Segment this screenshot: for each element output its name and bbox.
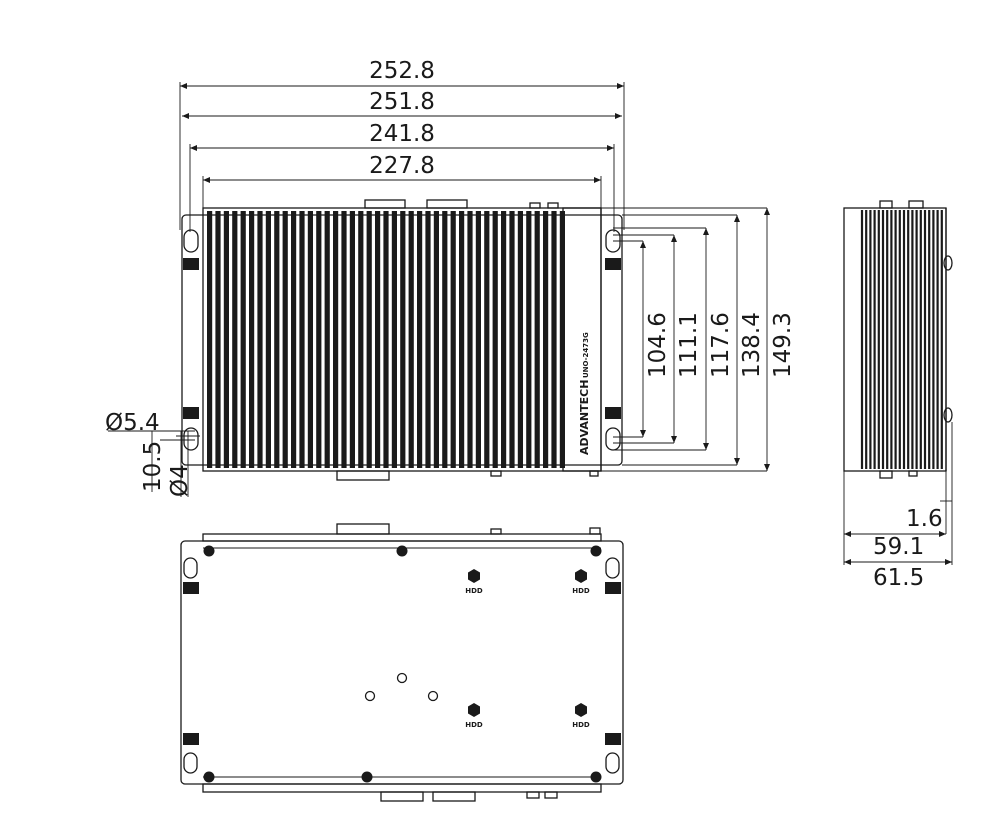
bottom-view: HDD HDD HDD HDD	[180, 523, 624, 802]
fin	[265, 211, 271, 468]
mounting-slot-icon	[183, 557, 621, 774]
fin	[207, 211, 213, 468]
fin	[459, 211, 465, 468]
dim-10-5: 10.5	[140, 441, 166, 492]
fin	[517, 211, 523, 468]
side-view	[843, 200, 953, 479]
heatsink-fins	[207, 211, 565, 468]
fin	[526, 211, 532, 468]
screw-icon	[203, 545, 602, 783]
dim-227-8: 227.8	[369, 153, 435, 179]
side-heatsink-fins	[860, 210, 943, 469]
fin	[341, 211, 347, 468]
fin	[543, 211, 549, 468]
fin	[492, 211, 498, 468]
model-label: UNO-2473G	[582, 332, 590, 378]
dim-138-4: 138.4	[739, 312, 765, 378]
front-view: ADVANTECH UNO-2473G	[181, 199, 623, 481]
dim-149-3: 149.3	[770, 312, 796, 378]
dim-104-6: 104.6	[645, 312, 671, 378]
dim-252-8: 252.8	[369, 58, 435, 84]
height-dimensions: 104.6 111.1 117.6 138.4 149.3	[601, 207, 796, 472]
hdd-label: HDD	[465, 721, 483, 729]
fin	[400, 211, 406, 468]
hdd-label: HDD	[572, 721, 590, 729]
fin	[501, 211, 507, 468]
fin	[534, 211, 540, 468]
fin	[324, 211, 330, 468]
fin	[467, 211, 473, 468]
dim-59-1: 59.1	[873, 534, 924, 560]
fin	[291, 211, 297, 468]
dim-111-1: 111.1	[676, 312, 702, 378]
fin	[307, 211, 313, 468]
fin	[417, 211, 423, 468]
fin	[366, 211, 372, 468]
fin	[257, 211, 263, 468]
fin	[215, 211, 221, 468]
fin	[408, 211, 414, 468]
fin	[559, 211, 565, 468]
dim-1-6: 1.6	[906, 506, 943, 532]
fin	[274, 211, 280, 468]
fin	[358, 211, 364, 468]
fin	[299, 211, 305, 468]
fin	[232, 211, 238, 468]
hdd-label: HDD	[572, 587, 590, 595]
fin	[383, 211, 389, 468]
fin	[551, 211, 557, 468]
dim-251-8: 251.8	[369, 89, 435, 115]
fin	[316, 211, 322, 468]
dim-241-8: 241.8	[369, 121, 435, 147]
side-dimensions: 1.6 59.1 61.5	[843, 422, 953, 591]
hdd-label: HDD	[465, 587, 483, 595]
fin	[475, 211, 481, 468]
fin	[349, 211, 355, 468]
dim-117-6: 117.6	[708, 312, 734, 378]
fin	[509, 211, 515, 468]
fin	[425, 211, 431, 468]
brand-logo: ADVANTECH	[578, 380, 591, 455]
fin	[249, 211, 255, 468]
width-dimensions: 252.8 251.8 241.8 227.8	[179, 58, 625, 232]
fin	[442, 211, 448, 468]
fin	[223, 211, 229, 468]
dim-hole-5-4: Ø5.4	[105, 410, 160, 436]
hole-dimensions: Ø5.4 10.5 Ø4	[105, 410, 200, 497]
fin	[282, 211, 288, 468]
mounting-slot-icon	[183, 229, 621, 451]
dim-hole-4: Ø4	[167, 464, 193, 497]
fin	[433, 211, 439, 468]
hdd-screw-icon	[468, 569, 587, 717]
fin	[391, 211, 397, 468]
fin	[333, 211, 339, 468]
dim-61-5: 61.5	[873, 565, 924, 591]
fin	[450, 211, 456, 468]
fin	[484, 211, 490, 468]
fin	[240, 211, 246, 468]
fin	[375, 211, 381, 468]
